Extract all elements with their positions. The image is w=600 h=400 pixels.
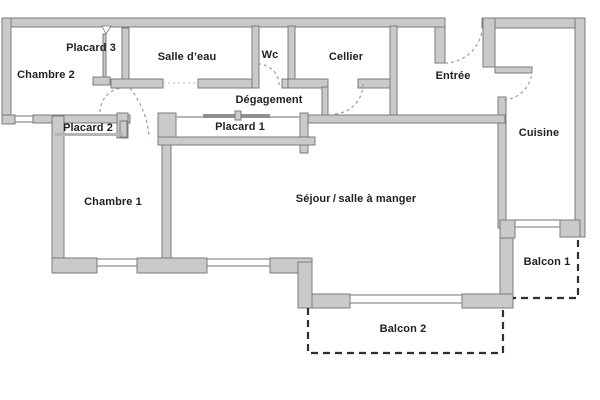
wall-segment [1,17,446,28]
door-swing-arc [501,69,533,101]
wall-segment [307,114,506,124]
door-swing-arc [99,87,125,113]
window [14,115,34,123]
wall-segment [311,293,351,309]
balcony-dashed-boundary [306,308,505,355]
wall-segment [121,27,130,83]
balcony-dashed-boundary [513,240,580,300]
door-swing-arc [257,63,280,86]
closet-door-line [55,133,123,136]
window [514,219,561,228]
wall-segment [461,293,514,309]
door-swing-arc [332,83,364,115]
wall-segment [161,144,172,259]
wall-segment [482,17,496,68]
wall-segment [321,86,329,117]
door-swing-arc [444,30,483,64]
wall-segment [51,115,65,274]
wall-segment [287,78,329,89]
wall-segment [251,25,260,89]
wall-segment [499,219,516,239]
wall-segment [110,78,164,89]
door-swing-arc [129,87,150,139]
wall-segment [389,25,398,117]
window [206,258,271,267]
wall-segment [494,66,533,74]
wall-segment [1,17,12,125]
wall-segment [51,257,98,274]
wall-segment [1,114,16,125]
wall-segment [297,261,313,309]
wall-segment [92,76,111,86]
wall-segment [299,112,309,154]
closet-door-handle [234,110,242,121]
window [349,294,463,304]
wall-segment [136,257,208,274]
wall-segment [559,219,581,238]
wall-segment [574,17,586,238]
window [96,258,138,267]
wall-segment [197,78,255,89]
wall-segment [157,136,316,146]
wall-segment [481,17,586,29]
wall-segment [102,33,107,79]
wall-segment [434,26,446,64]
wall-segment [32,114,131,124]
wall-segment [119,120,128,138]
wall-notch [101,25,112,35]
